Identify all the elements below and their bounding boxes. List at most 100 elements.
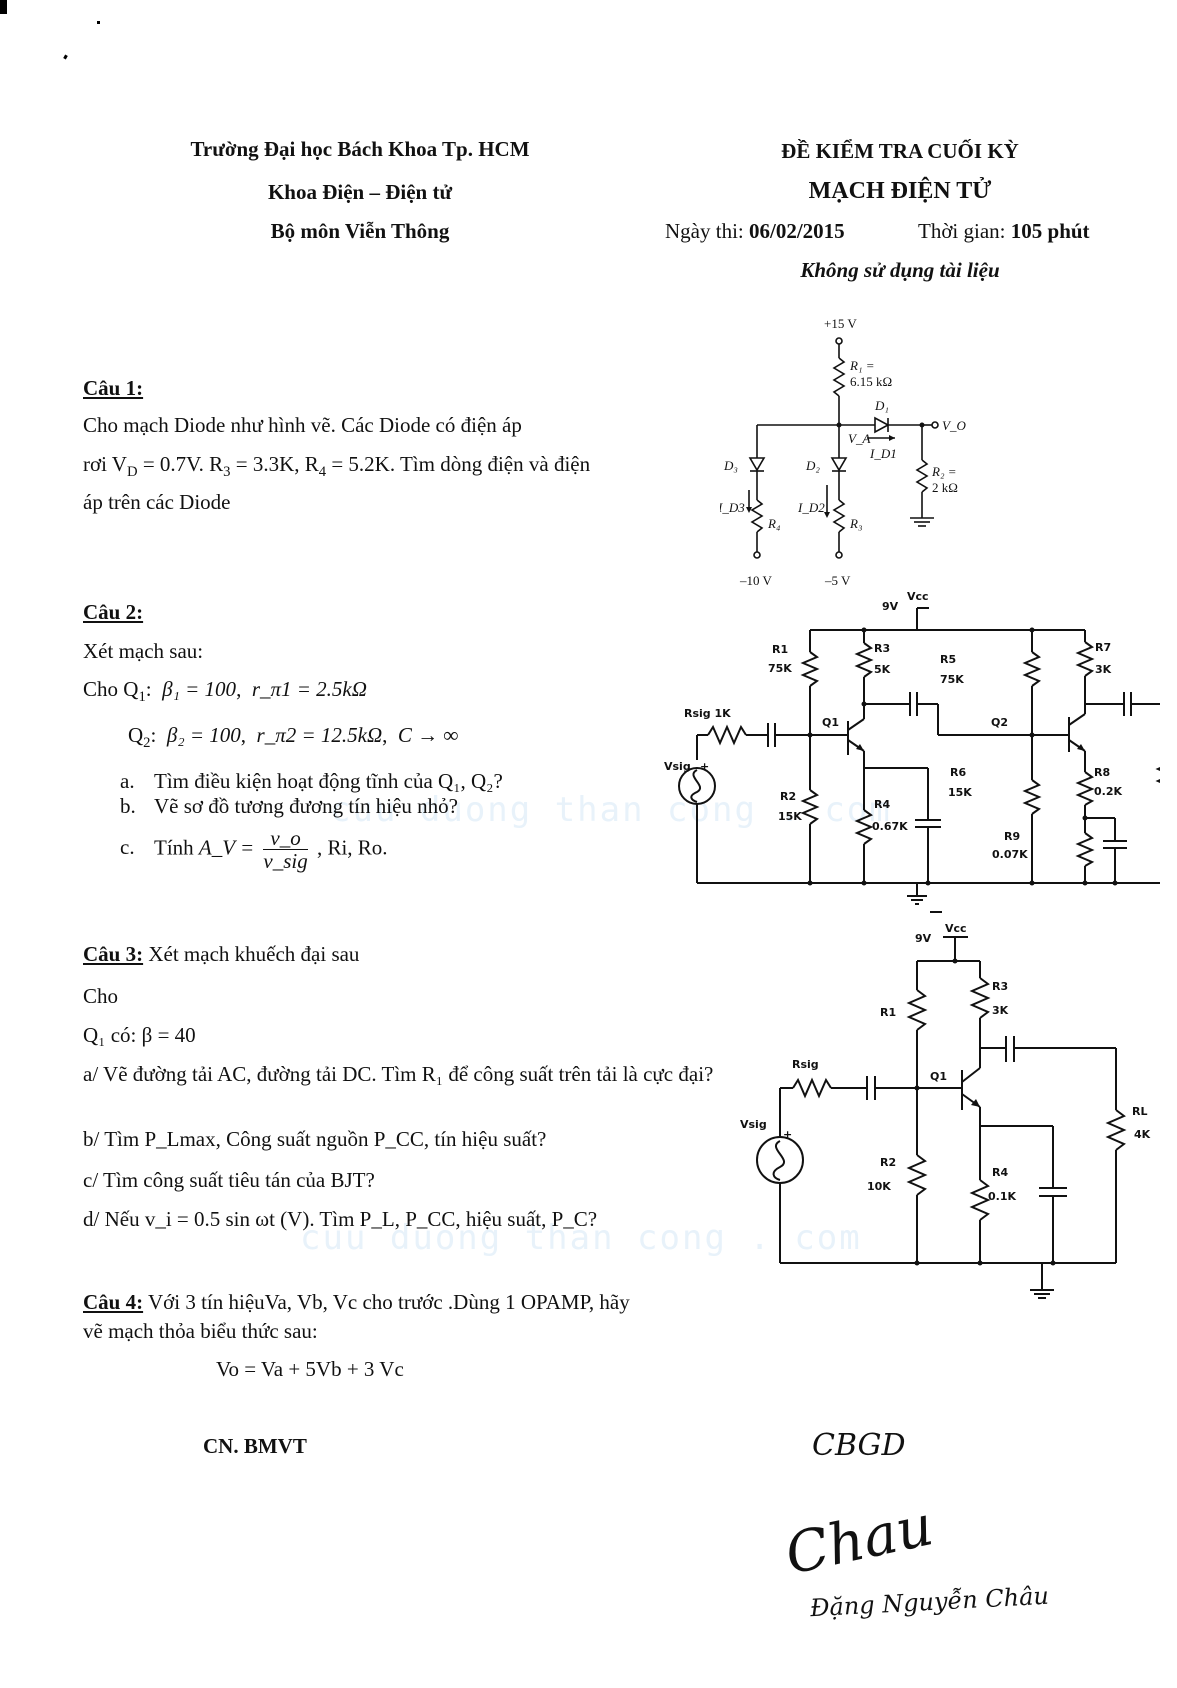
supply-plus15-label: +15 V xyxy=(824,316,857,331)
id1-label: I_D1 xyxy=(869,446,897,461)
department-name: Bộ môn Viễn Thông xyxy=(270,219,450,243)
watermark: cuu duong than cong . com xyxy=(330,790,892,830)
q2-given-q1: Cho Q1: β₁ = 100, r_π1 = 2.5kΩ xyxy=(83,677,367,706)
r2-label: R2 xyxy=(780,790,796,803)
single-stage-amplifier-diagram: 9V Vcc R1 R3 3K Rsig Q1 Vsig + R2 10K R4… xyxy=(740,911,1151,1299)
signer-name: Đặng Nguyễn Châu xyxy=(809,1581,1050,1623)
rsig-label: Rsig 1K xyxy=(684,707,731,720)
scan-speck xyxy=(97,21,100,24)
r2-label: R2 xyxy=(880,1156,896,1169)
diode-circuit-diagram: +15 V R₁ = 6.15 kΩ D₁ V_O V_A I_D1 D₃ D₂… xyxy=(720,316,966,588)
va-label: V_A xyxy=(848,431,870,446)
q2-item-a: a.Tìm điều kiện hoạt động tĩnh của Q₁, Q… xyxy=(120,769,503,793)
r7-label: R7 xyxy=(1095,641,1111,654)
r4-label: R4 xyxy=(992,1166,1008,1179)
q2-label: Q2 xyxy=(991,716,1008,729)
r3-value: 3K xyxy=(992,1004,1009,1017)
r7-value: 3K xyxy=(1095,663,1112,676)
exam-type: ĐỀ KIỂM TRA CUỐI KỲ xyxy=(781,139,1019,163)
r3-label: R₃ xyxy=(849,516,862,531)
q3-item-c: c/ Tìm công suất tiêu tán của BJT? xyxy=(83,1168,375,1192)
supply-minus10-label: –10 V xyxy=(739,573,773,588)
r6-label: R6 xyxy=(950,766,966,779)
r9-label: R9 xyxy=(1004,830,1020,843)
q2-item-b: b.Vẽ sơ đồ tương đương tín hiệu nhỏ? xyxy=(120,794,458,818)
q1-line1: Cho mạch Diode như hình vẽ. Các Diode có… xyxy=(83,413,522,437)
q1-title: Câu 1: xyxy=(83,376,144,400)
q1-line2: rơi VD = 0.7V. R3 = 3.3K, R4 = 5.2K. Tìm… xyxy=(83,452,591,481)
q3-title-rest: Xét mạch khuếch đại sau xyxy=(143,942,360,966)
r3-value: 5K xyxy=(874,663,891,676)
footer-department-head: CN. BMVT xyxy=(203,1434,307,1458)
q2-given-q2: Q2: β₂ = 100, r_π2 = 12.5kΩ, C → ∞ xyxy=(128,723,459,752)
two-stage-amplifier-diagram: 9V Vcc R1 75K R3 5K R5 75K R7 3K Vo Rsig… xyxy=(664,590,1160,905)
date-label: Ngày thi: xyxy=(665,219,744,243)
q3-item-d: d/ Nếu v_i = 0.5 sin ωt (V). Tìm P_L, P_… xyxy=(83,1207,598,1231)
r1-value: 6.15 kΩ xyxy=(850,374,892,389)
d3-label: D₃ xyxy=(723,458,738,473)
r2-label: R₂ = xyxy=(931,464,956,479)
exam-date: Ngày thi: 06/02/2015 xyxy=(665,219,845,244)
supply-minus5-label: –5 V xyxy=(824,573,851,588)
r5-label: R5 xyxy=(940,653,956,666)
r9-value: 0.07K xyxy=(992,848,1028,861)
vcc-value-label: 9V xyxy=(882,600,899,613)
scan-edge-mark xyxy=(0,0,7,14)
q2-title: Câu 2: xyxy=(83,600,144,624)
q2-intro: Xét mạch sau: xyxy=(83,639,204,663)
vo-label: V_O xyxy=(942,418,966,433)
q3-item-b: b/ Tìm P_Lmax, Công suất nguồn P_CC, tín… xyxy=(83,1127,547,1151)
vcc-value-label: 9V xyxy=(915,932,932,945)
time-value: 105 phút xyxy=(1010,219,1090,243)
faculty-name: Khoa Điện – Điện tử xyxy=(267,180,453,204)
q3-title: Câu 3: xyxy=(83,942,144,966)
r4-label: R₄ xyxy=(767,516,781,531)
rl-value: 4K xyxy=(1134,1128,1151,1141)
exam-duration: Thời gian: 105 phút xyxy=(918,219,1090,244)
r1-label: R₁ = xyxy=(849,358,874,373)
q3-heading: Câu 3: Xét mạch khuếch đại sau xyxy=(83,942,359,967)
q3-item-a: a/ Vẽ đường tải AC, đường tải DC. Tìm R₁… xyxy=(83,1062,714,1086)
r4-label: R4 xyxy=(874,798,890,811)
vcc-label: Vcc xyxy=(907,590,929,603)
r3-label: R3 xyxy=(874,642,890,655)
vsig-label: Vsig xyxy=(664,760,691,773)
r4-value: 0.1K xyxy=(988,1190,1016,1203)
watermark: cuu duong than cong . com xyxy=(300,1218,862,1258)
footer-lecturer-label: CBGD xyxy=(812,1428,906,1463)
r3-label: R3 xyxy=(992,980,1008,993)
q3-beta-line: Q₁ có: β = 40 xyxy=(83,1023,196,1047)
q4-line2: vẽ mạch thỏa biểu thức sau: xyxy=(83,1319,318,1343)
r1-value: 75K xyxy=(768,662,792,675)
date-value: 06/02/2015 xyxy=(749,219,845,243)
time-label: Thời gian: xyxy=(918,219,1006,243)
id2-label: I_D2 xyxy=(797,500,825,515)
rl-label: RL xyxy=(1132,1105,1147,1118)
r2-value: 15K xyxy=(778,810,802,823)
q1-label: Q1 xyxy=(822,716,839,729)
vsig-plus: + xyxy=(700,760,709,773)
rsig-label: Rsig xyxy=(792,1058,819,1071)
q4-title: Câu 4: xyxy=(83,1290,144,1314)
vsig-label: Vsig xyxy=(740,1118,767,1131)
d2-label: D₂ xyxy=(805,458,820,473)
d1-label: D₁ xyxy=(874,398,889,413)
signature: Chau xyxy=(779,1493,939,1588)
id3-label: I_D3 xyxy=(720,500,745,515)
university-name: Trường Đại học Bách Khoa Tp. HCM xyxy=(190,137,530,161)
r8-label: R8 xyxy=(1094,766,1110,779)
q4-line1: Câu 4: Với 3 tín hiệuVa, Vb, Vc cho trướ… xyxy=(83,1290,630,1314)
r2-value: 2 kΩ xyxy=(932,480,958,495)
r2-value: 10K xyxy=(867,1180,891,1193)
r1-label: R1 xyxy=(880,1006,896,1019)
q1-line3: áp trên các Diode xyxy=(83,490,231,514)
vsig-plus: + xyxy=(783,1128,792,1141)
vcc-label: Vcc xyxy=(945,922,967,935)
exam-note: Không sử dụng tài liệu xyxy=(800,258,1000,282)
r5-value: 75K xyxy=(940,673,964,686)
subject-title: MẠCH ĐIỆN TỬ xyxy=(808,178,992,204)
scan-speck xyxy=(63,54,68,60)
r6-value: 15K xyxy=(948,786,972,799)
